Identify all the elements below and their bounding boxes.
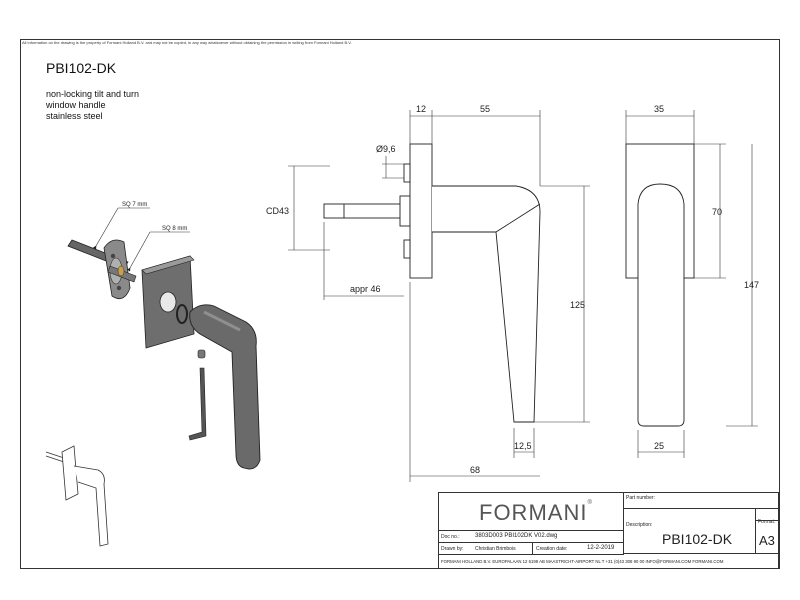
description-value: PBI102-DK (662, 531, 733, 547)
drawn-by-cell: Drawn by: Christian Brimbois (439, 543, 533, 555)
front-view (625, 143, 695, 427)
dim-appr46: appr 46 (350, 284, 381, 294)
allen-key (188, 367, 207, 441)
doc-no-value: 3803D003 PBI102DK V02.dwg (475, 533, 558, 539)
format-value: A3 (759, 533, 775, 548)
creation-date-cell: Creation date: 12-2-2019 (533, 543, 624, 555)
handle-3d (189, 304, 261, 470)
doc-no-cell: Doc no.: 3803D003 PBI102DK V02.dwg (439, 531, 624, 543)
part-number-label: Part number: (626, 495, 655, 501)
dim-70: 70 (712, 207, 722, 217)
side-view (323, 143, 541, 423)
dim-diameter: Ø9,6 (376, 144, 396, 154)
drawing-frame (20, 39, 780, 569)
description-line-2: window handle (46, 100, 106, 110)
creation-date-label: Creation date: (536, 546, 568, 552)
product-title: PBI102-DK (46, 60, 117, 76)
dim-cd43: CD43 (266, 206, 289, 216)
ring (176, 304, 188, 324)
description-line-3: stainless steel (46, 111, 103, 121)
label-sq7: SQ 7 mm (122, 202, 147, 208)
product-description: non-locking tilt and turn window handle … (46, 89, 139, 122)
label-sq8: SQ 8 mm (162, 226, 187, 232)
drawn-by-value: Christian Brimbois (475, 546, 516, 552)
dim-12: 12 (416, 104, 426, 114)
dim-12-5: 12,5 (514, 441, 532, 451)
set-screw (197, 349, 206, 359)
description-cell: Description: PBI102-DK (624, 509, 756, 553)
dim-25: 25 (654, 441, 664, 451)
description-label: Description: (626, 522, 653, 528)
copyright-notice: All information on the drawing is the pr… (22, 40, 352, 45)
format-label: Format: (758, 519, 776, 525)
part-number-cell: Part number: (624, 493, 778, 509)
thumbnail-view (45, 445, 109, 547)
description-line-1: non-locking tilt and turn (46, 89, 140, 99)
dimension-texts: 12 55 35 Ø9,6 CD43 appr 46 70 147 125 12… (266, 104, 759, 475)
title-block: FORMANI® Part number: Description: PBI10… (438, 492, 779, 569)
brand-logo: FORMANI® (479, 500, 593, 525)
dim-125: 125 (570, 300, 585, 310)
brand-cell: FORMANI® (439, 493, 624, 531)
creation-date-value: 12-2-2019 (587, 545, 615, 551)
dim-68: 68 (470, 465, 480, 475)
dim-55: 55 (480, 104, 490, 114)
exploded-view: SQ 7 mm SQ 8 mm (67, 202, 261, 470)
doc-no-label: Doc no.: (441, 534, 460, 540)
dim-147: 147 (744, 280, 759, 290)
drawn-by-label: Drawn by: (441, 546, 464, 552)
dim-35: 35 (654, 104, 664, 114)
format-cell: Format: A3 (756, 509, 778, 553)
dimensions (288, 110, 758, 482)
footer-cell: FORMANI HOLLAND B.V. EUROPALAAN 12 6199 … (439, 555, 778, 568)
company-address: FORMANI HOLLAND B.V. EUROPALAAN 12 6199 … (441, 559, 724, 564)
